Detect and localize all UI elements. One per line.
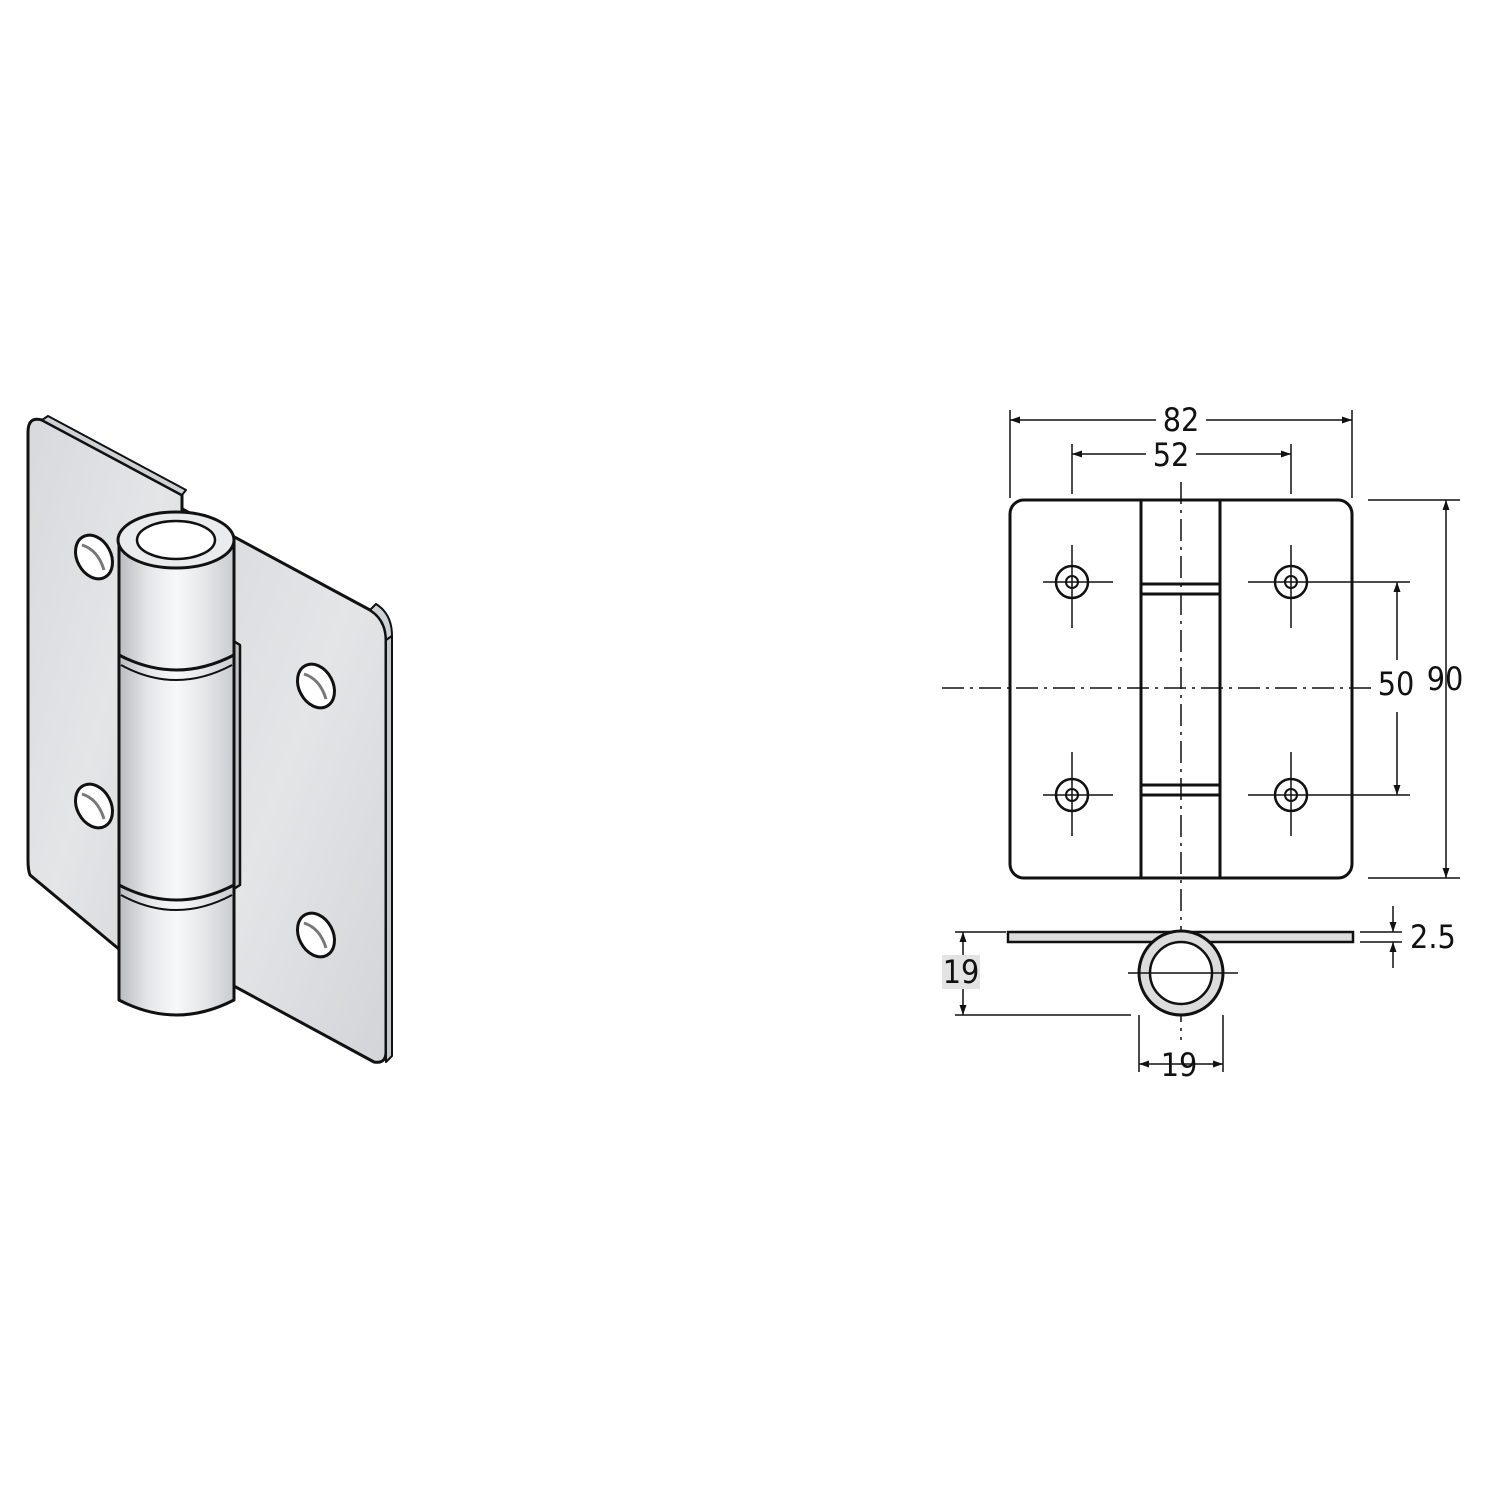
side-view-drawing (955, 906, 1402, 1072)
dim-label-90: 90 (1427, 660, 1464, 698)
dim-label-2-5: 2.5 (1410, 918, 1456, 956)
front-view-drawing (942, 410, 1460, 1040)
dim-label-82: 82 (1163, 401, 1200, 439)
mounting-hole (296, 662, 336, 710)
isometric-hinge-view (26, 415, 393, 1064)
countersunk-hole (1248, 545, 1320, 628)
countersunk-hole (1248, 752, 1320, 836)
dim-label-19-horizontal: 19 (1161, 1046, 1198, 1084)
dimension-labels: 82 52 50 90 2.5 19 19 (942, 401, 1463, 1084)
mounting-hole (74, 533, 114, 581)
hinge-barrel (116, 510, 242, 1017)
mounting-hole (296, 911, 336, 959)
countersunk-hole (1043, 545, 1113, 628)
countersunk-hole (1043, 752, 1113, 836)
dim-label-52: 52 (1153, 436, 1190, 474)
dim-label-50: 50 (1378, 665, 1415, 703)
dim-label-19-vertical: 19 (943, 953, 980, 991)
mounting-hole (74, 782, 114, 830)
dim-label-highlight (942, 955, 980, 989)
